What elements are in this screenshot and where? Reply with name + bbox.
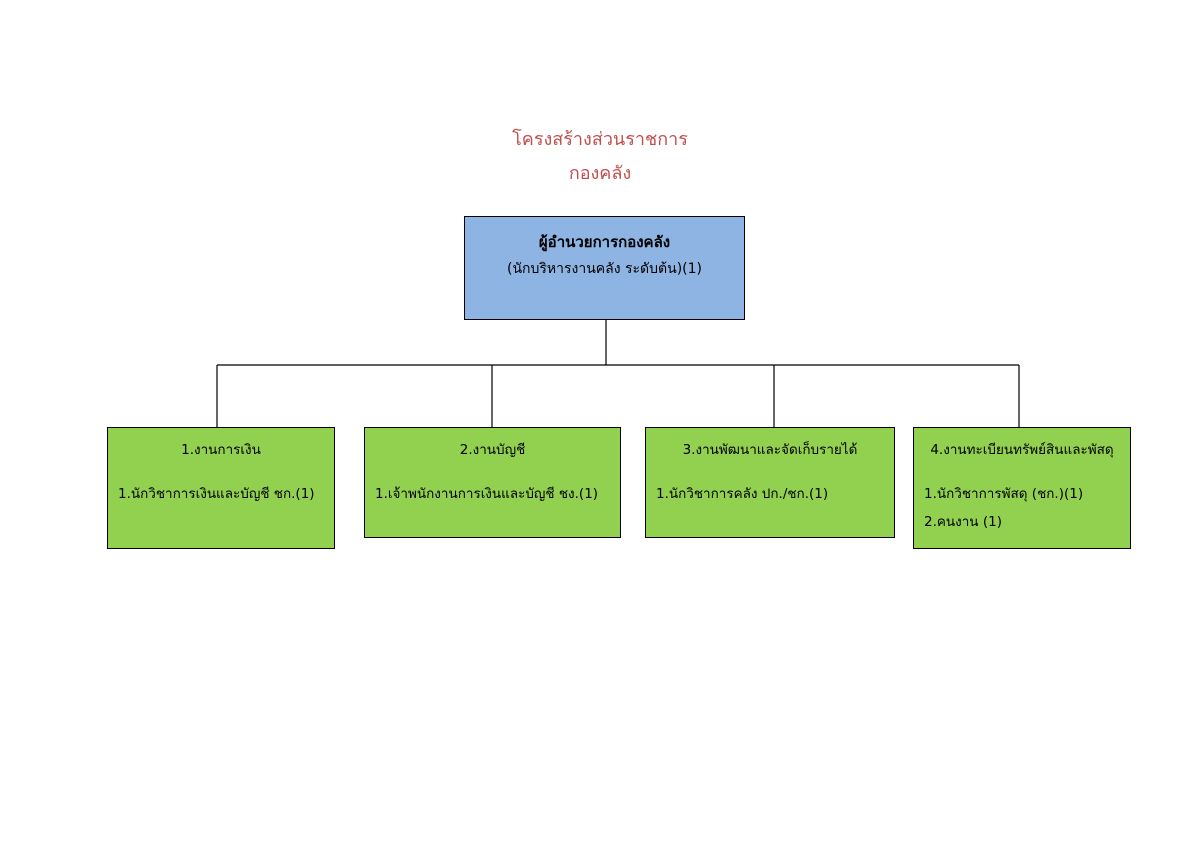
position-list: 1.นักวิชาการเงินและบัญชี ชก.(1) (108, 484, 334, 504)
position-list: 1.นักวิชาการคลัง ปก./ชก.(1) (646, 484, 894, 504)
unit-box-revenue: 3.งานพัฒนาและจัดเก็บรายได้ 1.นักวิชาการค… (645, 427, 895, 538)
director-position: (นักบริหารงานคลัง ระดับต้น)(1) (507, 261, 702, 277)
position-item: 1.นักวิชาการพัสดุ (ชก.)(1) (924, 486, 1084, 502)
unit-box-finance: 1.งานการเงิน 1.นักวิชาการเงินและบัญชี ชก… (107, 427, 335, 549)
unit-box-accounting: 2.งานบัญชี 1.เจ้าพนักงานการเงินและบัญชี … (364, 427, 621, 538)
unit-title: 2.งานบัญชี (459, 442, 526, 458)
position-list: 1.เจ้าพนักงานการเงินและบัญชี ชง.(1) (365, 484, 620, 504)
director-title: ผู้อำนวยการกองคลัง (538, 233, 671, 251)
unit-title: 4.งานทะเบียนทรัพย์สินและพัสดุ (930, 442, 1114, 458)
chart-title: โครงสร้างส่วนราชการ (512, 129, 688, 150)
director-box: ผู้อำนวยการกองคลัง (นักบริหารงานคลัง ระด… (464, 216, 745, 320)
unit-box-assets-supplies: 4.งานทะเบียนทรัพย์สินและพัสดุ 1.นักวิชาก… (913, 427, 1131, 549)
position-item: 1.เจ้าพนักงานการเงินและบัญชี ชง.(1) (375, 486, 599, 502)
position-item: 1.นักวิชาการเงินและบัญชี ชก.(1) (118, 486, 315, 502)
chart-subtitle: กองคลัง (568, 163, 632, 184)
position-item: 2.คนงาน (1) (924, 514, 1002, 530)
position-list: 1.นักวิชาการพัสดุ (ชก.)(1) 2.คนงาน (1) (914, 484, 1130, 532)
position-item: 1.นักวิชาการคลัง ปก./ชก.(1) (656, 486, 829, 502)
unit-title: 1.งานการเงิน (181, 442, 261, 458)
unit-title: 3.งานพัฒนาและจัดเก็บรายได้ (682, 442, 858, 458)
